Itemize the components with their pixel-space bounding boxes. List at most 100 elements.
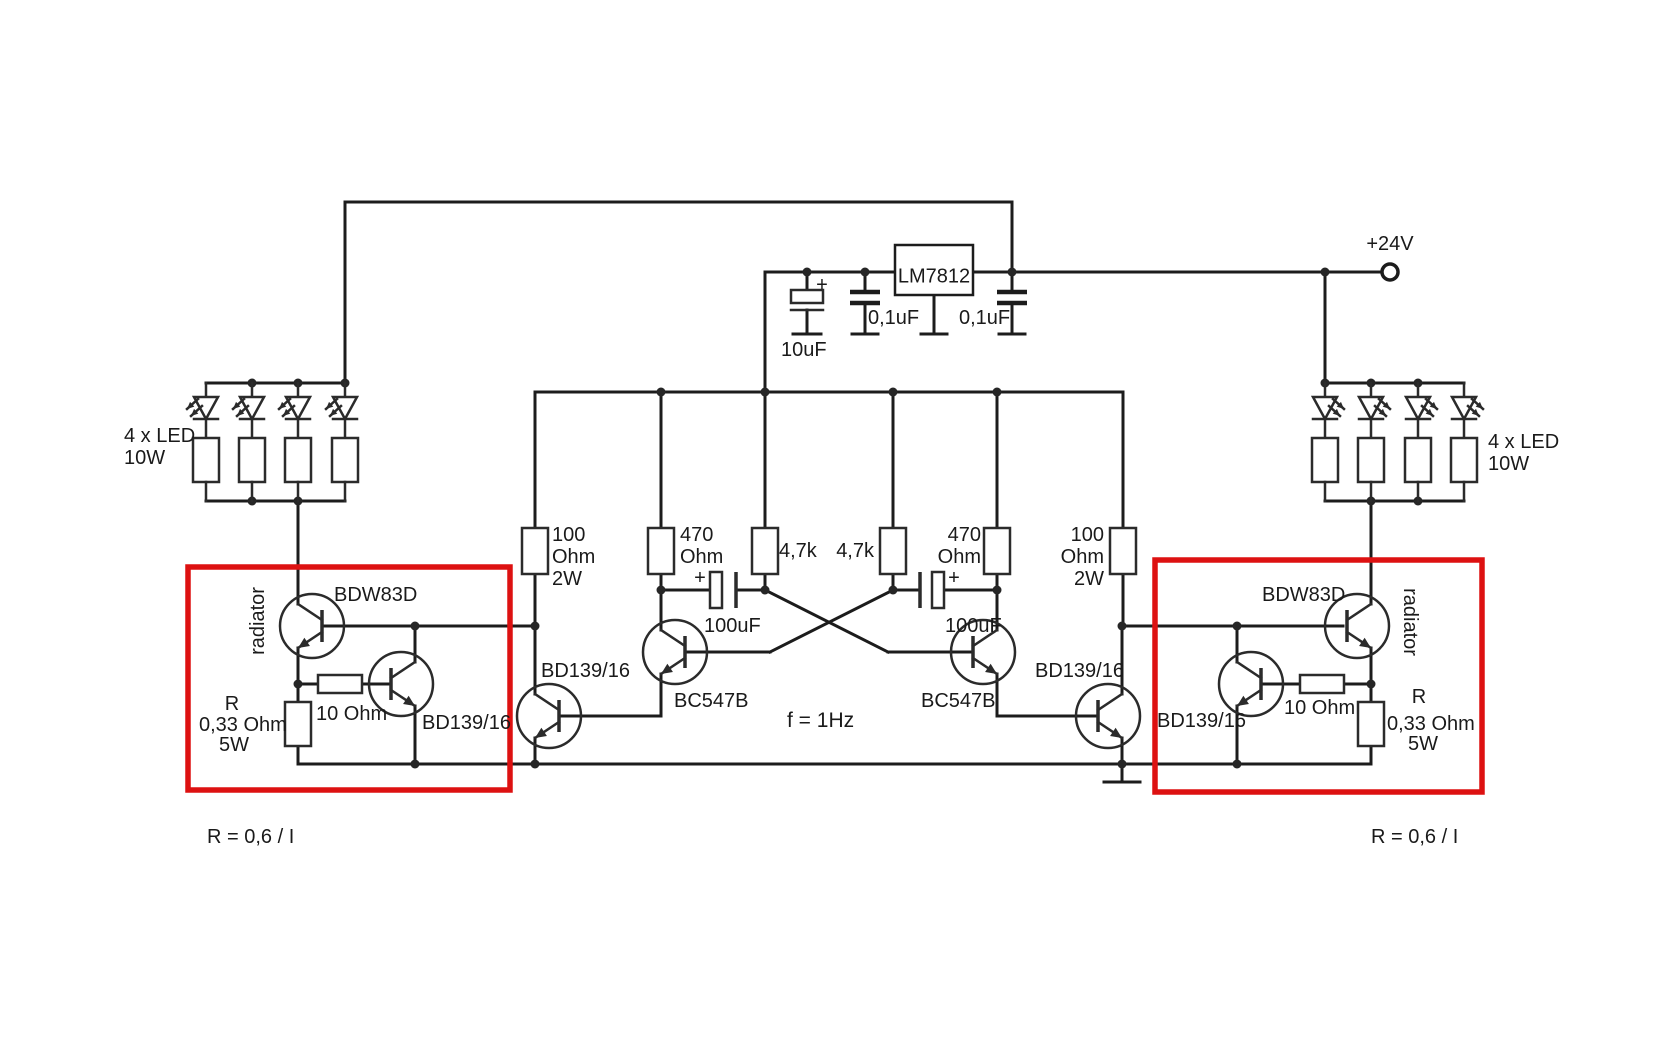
junction-dot [410,759,420,769]
driver-left-transistor-label: BD139/16 [541,660,630,682]
output-cap-label: 0,1uF [868,307,919,329]
supply-terminal-label: +24V [1366,233,1414,255]
resistor-body [750,526,780,576]
junction-dot [992,387,1002,397]
transistor-symbol [641,618,709,686]
emitter-resistor-right-name: R [1412,686,1426,708]
bulk-cap-label: 10uF [781,339,827,361]
junction-dot [1366,679,1376,689]
transistor-symbol [1074,682,1142,750]
r470-right-label-1: 470 [948,524,981,546]
resistor-body [520,526,550,576]
highlight-box-right [1152,557,1485,795]
junction-dot [656,585,666,595]
transistor-symbol [949,618,1017,686]
r100-right-label-2: Ohm [1061,546,1104,568]
driver-right-transistor-label: BD139/16 [1035,660,1124,682]
led-resistor-body [1449,436,1479,484]
led-resistor-body [191,436,221,484]
r4k7-right-label: 4,7k [836,540,875,562]
highlight-box-left [185,564,513,793]
emitter-resistor-left-value: 0,33 Ohm [199,714,287,736]
r100-left-label-2: Ohm [552,546,595,568]
led-symbol [324,381,360,503]
osc-transistor-right-label: BC547B [921,690,996,712]
formula-left: R = 0,6 / I [207,826,294,848]
osc-cap-left-plate [708,570,724,610]
led-array-left-label-1: 4 x LED [124,425,195,447]
regulator-box [893,243,975,297]
emitter-resistor-left-power: 5W [219,734,249,756]
led-symbol [277,381,313,503]
led-resistor-body [330,436,360,484]
emitter-resistor-right-power: 5W [1408,733,1438,755]
junction-dot [992,585,1002,595]
power-transistor-right-label: BDW83D [1262,584,1345,606]
component-bodies [185,267,1485,769]
wires [204,200,1466,784]
r100-right-label-1: 100 [1071,524,1104,546]
bulk-cap-plus: + [816,274,828,296]
junction-dot [1320,267,1330,277]
led-resistor-body [283,436,313,484]
r470-right-label-2: Ohm [938,546,981,568]
input-cap-label: 0,1uF [959,307,1010,329]
led-resistor-body [1403,436,1433,484]
led-symbol [231,381,267,503]
osc-transistor-left-label: BC547B [674,690,749,712]
junction-dot [530,621,540,631]
r100-right-label-3: 2W [1074,568,1104,590]
led-resistor-body [1310,436,1340,484]
switch-transistor-left-label: BD139/16 [422,712,511,734]
transistor-symbol [367,650,435,718]
resistor-body [1108,526,1138,576]
transistor-symbol [1323,592,1391,660]
r100-left-label-3: 2W [552,568,582,590]
regulator-label: LM7812 [898,265,970,287]
emitter-resistor-left-name: R [225,693,239,715]
resistor-body [646,526,676,576]
junction-dot [860,267,870,277]
r470-left-label-2: Ohm [680,546,723,568]
r4k7-left-label: 4,7k [779,540,818,562]
resistor-body [878,526,908,576]
junction-dot [1117,621,1127,631]
junction-dot [1117,759,1127,769]
led-symbol [1403,381,1439,503]
led-symbol [1310,381,1346,503]
junction-dot [888,387,898,397]
emitter-resistor-right-value: 0,33 Ohm [1387,713,1475,735]
heatsink-left-label: radiator [247,587,269,655]
heatsink-right-label: radiator [1399,588,1421,656]
resistor-body [1356,700,1386,748]
frequency-label: f = 1Hz [787,709,854,732]
supply-terminal [1380,262,1400,282]
led-array-right-label-1: 4 x LED [1488,431,1559,453]
junction-dot [760,585,770,595]
led-resistor-body [237,436,267,484]
led-array-right-label-2: 10W [1488,453,1529,475]
switch-transistor-right-label: BD139/16 [1157,710,1246,732]
led-array-left-label-2: 10W [124,447,165,469]
resistor-body [316,673,364,695]
r100-left-label-1: 100 [552,524,585,546]
labels: +24V LM7812 0,1uF 0,1uF + 10uF 4 x LED 1… [124,233,1559,848]
junction-dot [802,267,812,277]
junction-dot [888,585,898,595]
base-resistor-left-label: 10 Ohm [316,703,387,725]
junction-dot [293,679,303,689]
osc-cap-left-plus: + [694,567,706,589]
transistor-symbol [515,682,583,750]
osc-cap-right-plate [930,570,946,610]
power-transistor-left-label: BDW83D [334,584,417,606]
transistor-symbol [278,592,346,660]
bulk-cap-plate [789,288,825,305]
junction-dot [656,387,666,397]
formula-right: R = 0,6 / I [1371,826,1458,848]
led-resistor-body [1356,436,1386,484]
junction-dot [530,759,540,769]
junction-dot [1232,759,1242,769]
led-symbol [185,381,221,503]
